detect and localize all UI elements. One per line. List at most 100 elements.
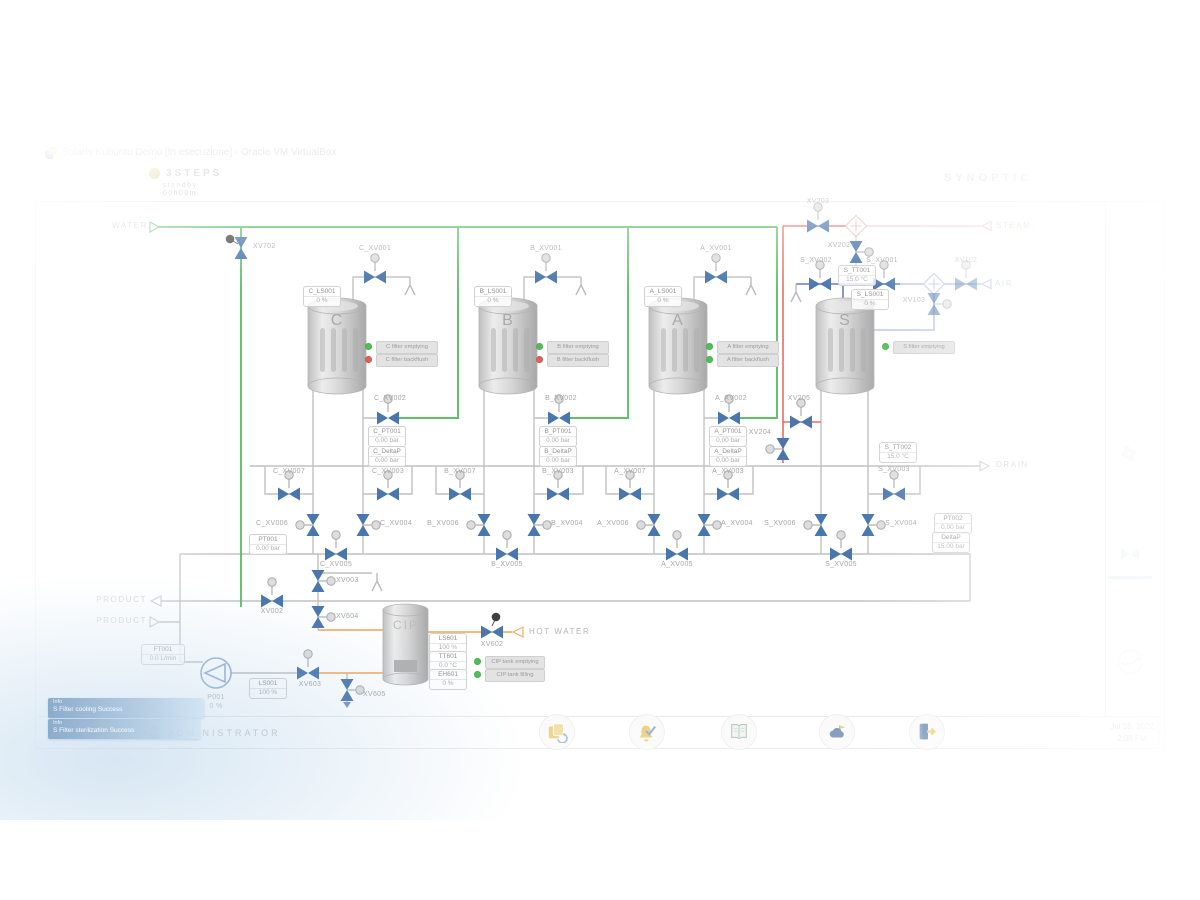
label-xv604: XV604 xyxy=(336,613,359,620)
label-c-xv003: C_XV003 xyxy=(371,468,405,475)
nav-process-icon[interactable] xyxy=(1118,443,1142,467)
valve-xv002[interactable] xyxy=(261,577,283,608)
label-s-xv001: S_XV001 xyxy=(866,257,898,264)
indicator-dot-c-empty xyxy=(365,343,372,350)
valve-a-xv007[interactable] xyxy=(619,470,641,501)
piping-air-faded xyxy=(874,283,981,331)
valve-b-xv001[interactable] xyxy=(535,253,557,284)
label-p001: P001 xyxy=(207,694,225,701)
valve-a-xv004[interactable] xyxy=(697,514,722,536)
indicator-dot-a-empty xyxy=(706,343,713,350)
label-xv003: XV003 xyxy=(336,577,359,584)
label-b-xv003: B_XV003 xyxy=(542,468,574,475)
label-xv203: XV203 xyxy=(806,198,830,205)
valve-b-xv005[interactable] xyxy=(496,530,518,561)
valve-b-xv006[interactable] xyxy=(466,514,491,536)
valve-a-xv003[interactable] xyxy=(717,470,739,501)
label-s-xv004: S_XV004 xyxy=(885,520,917,527)
nav-trend-icon[interactable] xyxy=(1116,648,1144,676)
valve-s-xv003[interactable] xyxy=(883,470,905,501)
valve-s-xv001[interactable] xyxy=(873,260,895,291)
valve-a-xv006[interactable] xyxy=(636,514,661,536)
label-s-xv002: S_XV002 xyxy=(800,257,832,264)
valve-xv102[interactable] xyxy=(955,260,977,291)
valve-xv603[interactable] xyxy=(297,649,319,680)
label-a-xv003: A_XV003 xyxy=(712,468,744,475)
valve-xv702[interactable] xyxy=(225,234,248,259)
alarm-ack-button[interactable] xyxy=(629,714,665,750)
valve-s-xv005[interactable] xyxy=(830,530,852,561)
label-xv205: XV205 xyxy=(787,395,811,402)
air-filter-icon xyxy=(922,272,946,296)
valve-c-xv007[interactable] xyxy=(278,470,300,501)
pump-p001[interactable] xyxy=(200,657,232,689)
toast-sterilization[interactable]: Info S Filter sterilization Success xyxy=(48,719,200,739)
indicator-c-empty: C filter emptying xyxy=(376,341,438,354)
label-a-xv007: A_XV007 xyxy=(614,468,646,475)
valve-xv103[interactable] xyxy=(927,293,952,315)
indicator-dot-cip-fill xyxy=(474,671,481,678)
label-xv204: XV204 xyxy=(748,429,772,436)
indicator-dot-b-back xyxy=(536,356,543,363)
logout-icon xyxy=(919,723,937,740)
label-b-xv006: B_XV006 xyxy=(427,520,459,527)
logout-button[interactable] xyxy=(909,714,945,750)
toast-cooling[interactable]: Info S Filter cooling Success xyxy=(48,698,204,718)
label-a-xv004: A_XV004 xyxy=(721,520,753,527)
valve-a-xv005[interactable] xyxy=(666,530,688,561)
indicator-dot-cip-empty xyxy=(474,658,481,665)
label-a-xv001: A_XV001 xyxy=(700,245,732,252)
valve-c-xv003[interactable] xyxy=(377,470,399,501)
label-xv702: XV702 xyxy=(253,243,276,250)
valve-b-xv003[interactable] xyxy=(547,470,569,501)
valve-s-xv002[interactable] xyxy=(809,260,831,291)
label-xv103: XV103 xyxy=(902,297,926,304)
label-a-xv005: A_XV005 xyxy=(661,561,693,568)
tank-cip-label: CIP xyxy=(392,618,420,632)
report-button[interactable] xyxy=(721,714,757,750)
product-in-arrow-icon xyxy=(149,615,161,629)
label-b-xv007: B_XV007 xyxy=(444,468,476,475)
tank-cip xyxy=(382,603,429,686)
xv605-drain-arrow-icon xyxy=(343,702,351,708)
steam-arrow-icon xyxy=(980,220,992,232)
valve-xv605[interactable] xyxy=(340,679,365,701)
indicator-b-empty: B filter emptying xyxy=(547,341,609,354)
valve-c-xv004[interactable] xyxy=(356,514,381,536)
label-xv605: XV605 xyxy=(363,691,386,698)
valve-xv205[interactable] xyxy=(790,398,812,429)
valve-s-xv006[interactable] xyxy=(803,514,828,536)
nav-valve-icon[interactable] xyxy=(1116,542,1144,566)
steam-label: STEAM xyxy=(996,221,1032,230)
drain-arrow-icon xyxy=(979,460,991,472)
label-a-xv002: A_XV002 xyxy=(715,395,747,402)
valve-s-xv004[interactable] xyxy=(861,514,886,536)
valve-xv203[interactable] xyxy=(807,202,829,233)
product-in-label: PRODUCT xyxy=(96,616,147,625)
label-s-xv003: S_XV003 xyxy=(878,466,910,473)
valve-a-xv001[interactable] xyxy=(705,253,727,284)
indicator-cip-empty: CIP tank emptying xyxy=(485,656,545,669)
nav-valve-active-underline xyxy=(1108,576,1152,579)
valve-xv604[interactable] xyxy=(311,606,336,628)
valve-b-xv007[interactable] xyxy=(449,470,471,501)
valve-c-xv005[interactable] xyxy=(325,530,347,561)
valve-xv204[interactable] xyxy=(765,438,790,460)
cloud-button[interactable] xyxy=(819,714,855,750)
tank-a-label: A xyxy=(672,312,684,329)
valve-xv602[interactable] xyxy=(481,612,503,639)
valve-c-xv001[interactable] xyxy=(364,253,386,284)
recipes-button[interactable] xyxy=(539,714,575,750)
drain-label: DRAIN xyxy=(996,460,1029,469)
valve-b-xv004[interactable] xyxy=(527,514,552,536)
footer-time: 2:08 PM xyxy=(1117,734,1147,743)
valve-c-xv006[interactable] xyxy=(295,514,320,536)
